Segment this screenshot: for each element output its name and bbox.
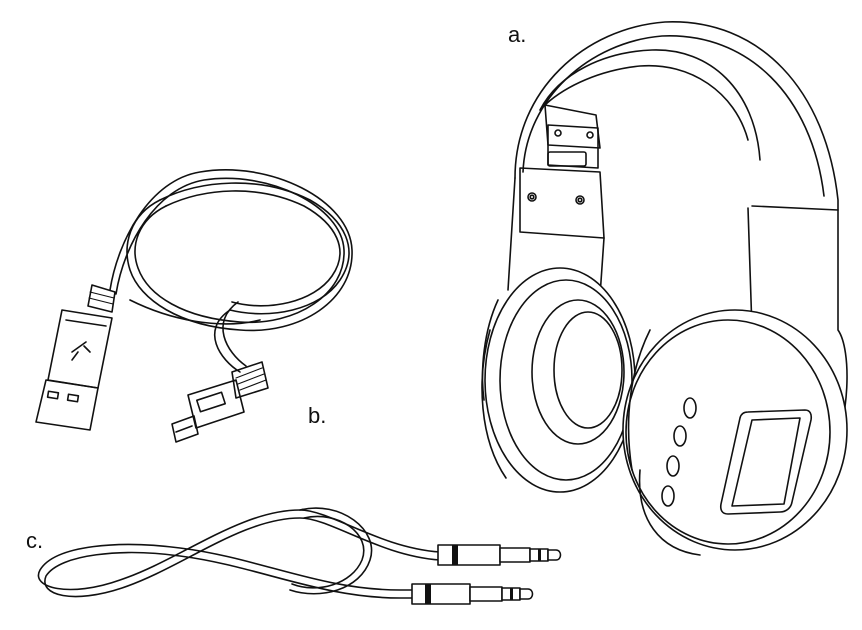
usb-symbol-icon xyxy=(71,341,91,361)
audio-cable-illustration xyxy=(37,507,562,605)
usb-cable-label: b. xyxy=(308,403,327,428)
control-button xyxy=(661,485,675,507)
audio-cable-loop xyxy=(37,507,441,599)
side-panel xyxy=(719,409,813,515)
left-earcup xyxy=(481,267,636,493)
headphones-label: a. xyxy=(508,22,527,47)
audio-plug-lower xyxy=(411,583,534,605)
headband xyxy=(514,21,848,471)
audio-cable-label: c. xyxy=(26,528,44,553)
control-button xyxy=(683,397,697,419)
usb-cable-illustration xyxy=(35,169,353,443)
control-button xyxy=(666,455,680,477)
usb-cable-coil xyxy=(109,169,353,373)
usb-a-connector xyxy=(35,284,116,431)
right-earcup xyxy=(622,309,848,556)
headphones-illustration xyxy=(481,21,848,556)
audio-plug-upper xyxy=(437,544,562,566)
mini-usb-connector xyxy=(171,361,269,443)
control-button xyxy=(673,425,687,447)
